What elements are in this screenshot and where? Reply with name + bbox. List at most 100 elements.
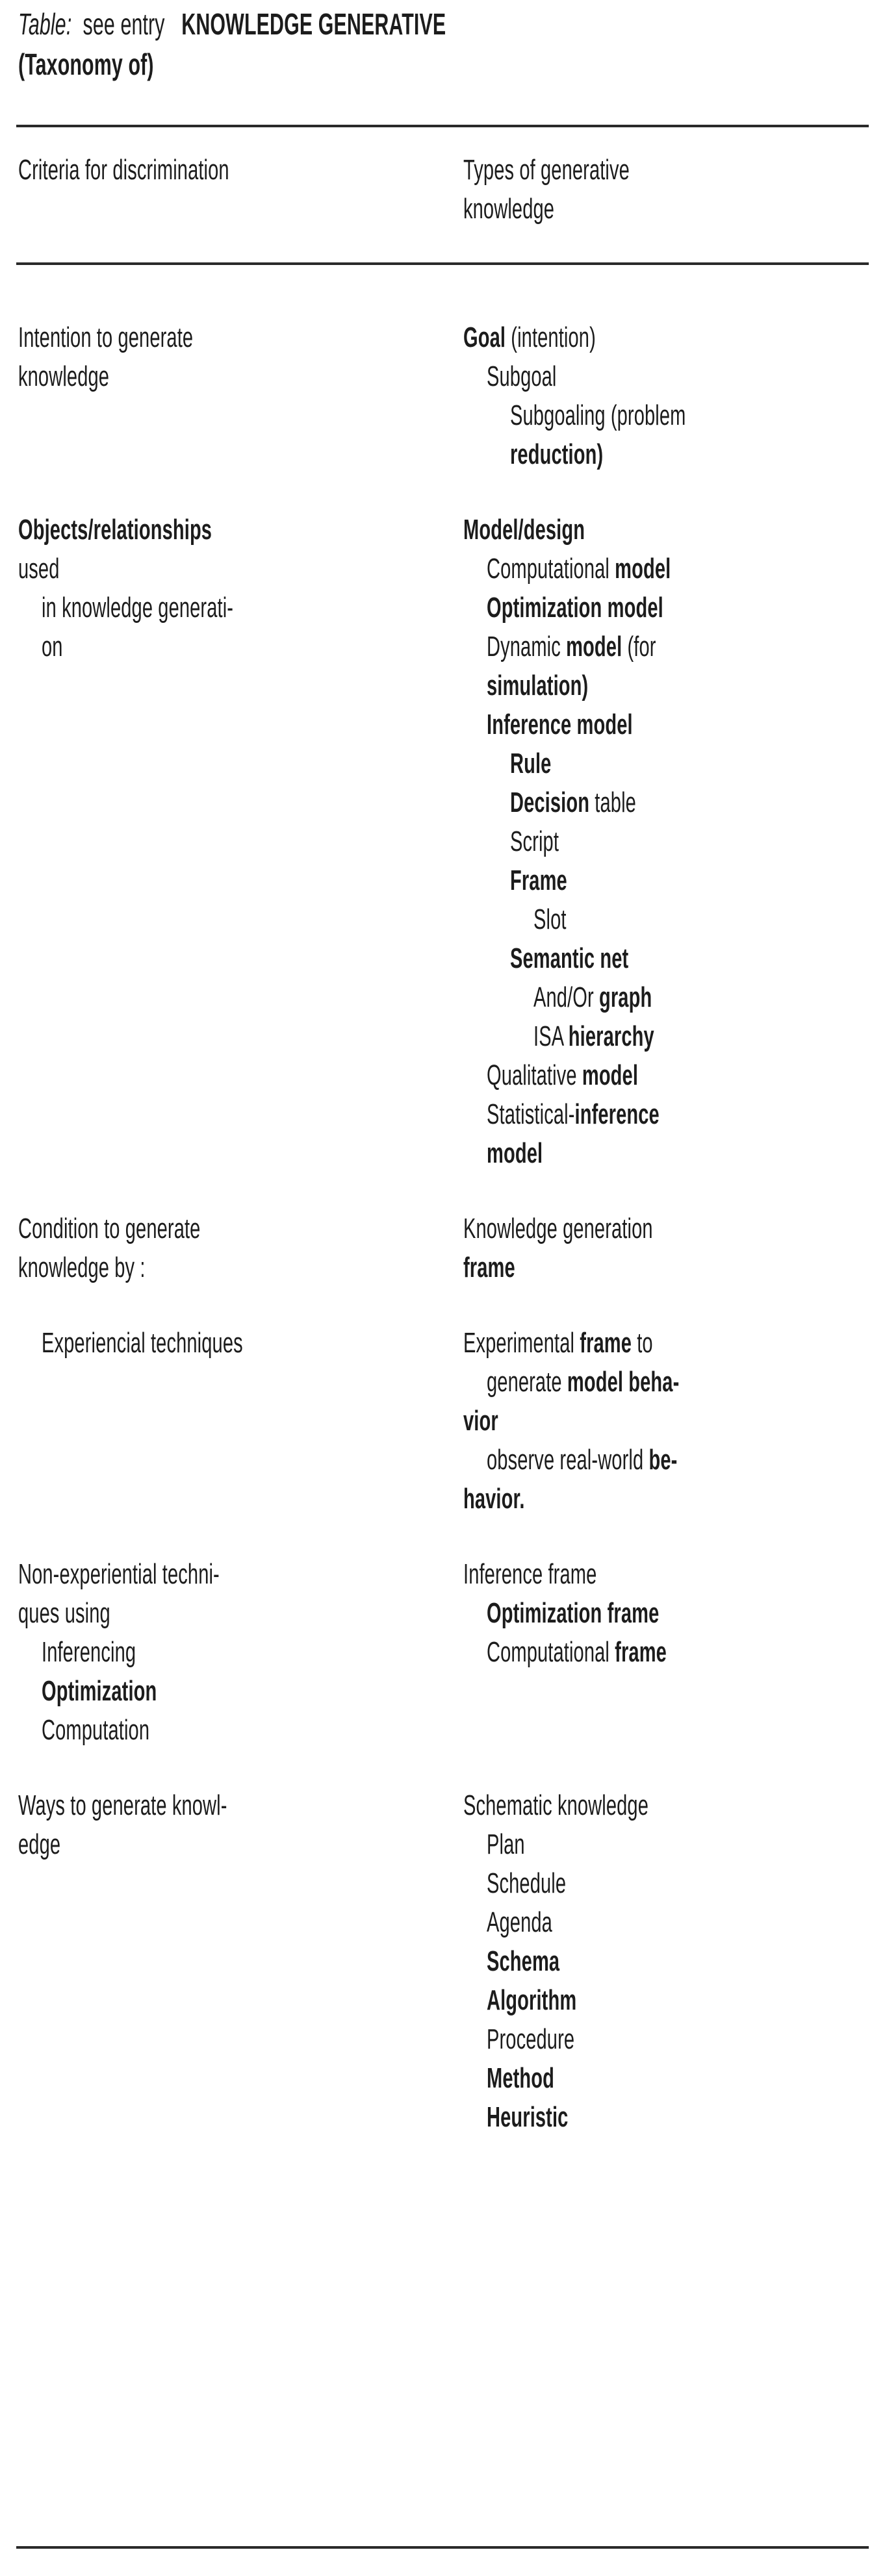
row-ways-type-line-2-text: Schedule (487, 1864, 566, 1903)
title-table-word: Table: (18, 7, 72, 41)
row-experiencial-type-line-2: vior (463, 1402, 517, 1441)
row-non-experiential-criteria-line-4: Computation (42, 1711, 205, 1750)
page-title: Table: see entry KNOWLEDGE GENERATIVE (T… (18, 4, 869, 84)
row-non-experiential-criteria-line-3-text: Optimization (42, 1672, 157, 1711)
type-term-bold: model (487, 1137, 543, 1169)
row-objects-relationships-type-line-16-text: model (487, 1134, 543, 1173)
row-condition-criteria-line-0-text: Condition to generate (18, 1209, 200, 1248)
row-intention-type-line-1: Subgoal (487, 357, 593, 396)
row-experiencial-type-line-1: generate model beha- (487, 1363, 778, 1402)
column-header-types-line1: Types of generative (463, 154, 630, 186)
row-experiencial-type-line-3-text: observe real-world be- (487, 1441, 677, 1480)
row-experiencial-type-line-3: observe real-world be- (487, 1441, 776, 1480)
row-ways-type-line-7: Method (487, 2059, 589, 2098)
type-term: Plan (487, 1828, 525, 1860)
row-objects-relationships-type-line-3-text: Dynamic model (for (487, 627, 656, 666)
type-term-bold: Model/design (463, 514, 585, 546)
row-objects-relationships-criteria-line-3-text: on (42, 627, 63, 666)
row-ways-type-line-2: Schedule (487, 1864, 607, 1903)
criteria-text: in knowledge generati- (42, 592, 234, 624)
row-objects-relationships-type-line-8: Script (510, 822, 584, 861)
type-term-bold: Algorithm (487, 1984, 577, 2016)
row-objects-relationships-criteria-line-1: used (18, 549, 81, 588)
title-see-entry-text: see entry (83, 7, 165, 41)
type-term-bold: graph (598, 981, 652, 1013)
criteria-text: knowledge (18, 360, 110, 392)
row-objects-relationships-type-line-12-text: And/Or graph (533, 978, 652, 1017)
row-objects-relationships-type-line-11: Semantic net (510, 939, 689, 978)
type-term-bold: reduction) (510, 438, 604, 470)
row-non-experiential-criteria-line-0: Non-experiential techni- (18, 1555, 324, 1594)
row-objects-relationships-type-line-16: model (487, 1134, 572, 1173)
type-term-bold: model beha- (567, 1366, 680, 1398)
row-objects-relationships-type-line-2-text: Optimization model (487, 588, 663, 627)
row-objects-relationships-type-line-15-text: Statistical-inference (487, 1095, 660, 1134)
row-objects-relationships-type-line-1: Computational model (487, 549, 765, 588)
row-condition-criteria-line-0: Condition to generate (18, 1209, 294, 1248)
row-ways-type-line-7-text: Method (487, 2059, 554, 2098)
row-experiencial-criteria-line-0-text: Experiencial techniques (42, 1324, 243, 1363)
type-term-bold: Method (487, 2062, 555, 2094)
row-condition-type-line-1-text: frame (463, 1248, 515, 1287)
type-term-bold: Inference model (487, 709, 633, 740)
type-term: Dynamic (487, 631, 567, 663)
row-ways-type-line-0: Schematic knowledge (463, 1786, 744, 1825)
type-term-bold: simulation) (487, 670, 589, 701)
row-objects-relationships-type-line-9: Frame (510, 861, 596, 900)
row-ways-type-line-8: Heuristic (487, 2098, 610, 2137)
row-objects-relationships-type-line-0: Model/design (463, 511, 648, 549)
row-objects-relationships-type-line-9-text: Frame (510, 861, 567, 900)
row-experiencial-type-line-4: havior. (463, 1480, 556, 1519)
row-intention-criteria-line-1: knowledge (18, 357, 156, 396)
row-intention-type-line-0: Goal (intention) (463, 318, 664, 357)
title-entry-name: KNOWLEDGE GENERATIVE (181, 7, 446, 41)
row-objects-relationships-type-line-10-text: Slot (533, 900, 567, 939)
type-term-bold: Heuristic (487, 2101, 569, 2133)
criteria-text: ques using (18, 1597, 110, 1629)
row-objects-relationships-type-line-7-text: Decision table (510, 783, 636, 822)
type-term-bold: frame (463, 1252, 515, 1283)
criteria-text: Intention to generate (18, 322, 194, 353)
criteria-text: Objects/relationships (18, 514, 212, 546)
type-term: to (632, 1327, 653, 1359)
row-non-experiential-type-line-0-text: Inference frame (463, 1555, 596, 1594)
row-objects-relationships-criteria-line-2: in knowledge generati- (42, 588, 332, 627)
rule-bottom (16, 2546, 869, 2549)
type-term-bold: model (566, 631, 622, 663)
row-ways-criteria-line-1-text: edge (18, 1825, 60, 1864)
type-term: Experimental (463, 1327, 580, 1359)
type-term: Schematic knowledge (463, 1789, 648, 1821)
criteria-text: Condition to generate (18, 1213, 201, 1244)
row-intention-type-line-2: Subgoaling (problem (510, 396, 776, 435)
row-ways-type-line-6-text: Procedure (487, 2020, 574, 2059)
row-objects-relationships-criteria-line-0-text: Objects/relationships (18, 511, 212, 549)
title-line-2: (Taxonomy of) (18, 44, 869, 84)
row-non-experiential-criteria-line-1-text: ques using (18, 1594, 110, 1633)
row-objects-relationships-type-line-13: ISA hierarchy (533, 1017, 716, 1056)
row-non-experiential-criteria-line-1: ques using (18, 1594, 158, 1633)
row-non-experiential-type-line-2: Computational frame (487, 1633, 760, 1672)
type-term-bold: Optimization frame (487, 1597, 660, 1629)
type-term-bold: model (615, 553, 671, 585)
row-objects-relationships-criteria-line-3: on (42, 627, 73, 666)
row-condition-type-line-1: frame (463, 1248, 542, 1287)
criteria-text: Inferencing (42, 1636, 136, 1668)
column-header-types-line2: knowledge (463, 193, 555, 225)
row-objects-relationships-type-line-13-text: ISA hierarchy (533, 1017, 654, 1056)
type-term: Procedure (487, 2023, 575, 2055)
row-condition-criteria-line-1: knowledge by : (18, 1248, 211, 1287)
row-condition-type-line-0: Knowledge generation (463, 1209, 750, 1248)
type-term-bold: frame (580, 1327, 632, 1359)
row-non-experiential-criteria-line-2-text: Inferencing (42, 1633, 136, 1672)
row-ways-criteria-line-1: edge (18, 1825, 83, 1864)
type-term: (for (622, 631, 656, 663)
type-term-bold: Schema (487, 1945, 560, 1977)
row-objects-relationships-criteria-line-2-text: in knowledge generati- (42, 588, 233, 627)
row-non-experiential-type-line-1-text: Optimization frame (487, 1594, 659, 1633)
criteria-text: edge (18, 1828, 61, 1860)
title-italic-lead: Table: see entry KNOWLEDGE GENERATIVE (18, 4, 446, 44)
type-term: ISA (533, 1020, 569, 1052)
type-term: Statistical- (487, 1098, 575, 1130)
row-non-experiential-criteria-line-2: Inferencing (42, 1633, 185, 1672)
